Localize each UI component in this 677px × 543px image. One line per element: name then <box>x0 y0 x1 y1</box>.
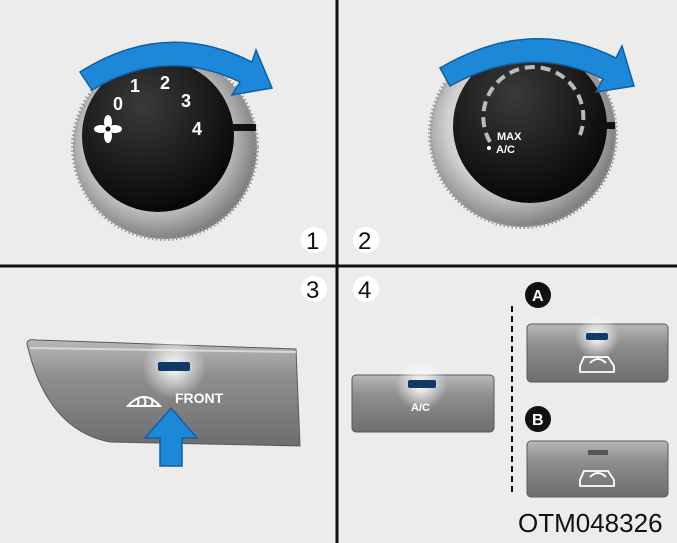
callout-b-label: B <box>532 412 544 429</box>
car-recirculation-icon <box>579 356 615 373</box>
max-label: MAX <box>497 131 522 143</box>
panel-2-number: 2 <box>358 228 371 255</box>
press-arrow-icon <box>143 406 199 467</box>
panel-3-number: 3 <box>306 277 319 304</box>
dial-label-3: 3 <box>181 91 191 111</box>
recirculation-indicator-on <box>586 333 608 340</box>
ac-button: A/C <box>351 359 495 433</box>
recirculation-button-on <box>526 315 669 383</box>
panel-2-temp-knob: MAX A/C <box>428 38 635 229</box>
rotation-arrow-icon <box>78 41 274 97</box>
front-defrost-button: FRONT <box>26 335 301 467</box>
car-recirculation-icon-off <box>579 470 615 487</box>
dial-label-4: 4 <box>192 119 202 139</box>
rotation-arrow-icon-2 <box>438 38 635 93</box>
ac-indicator-light <box>408 380 436 388</box>
dial-label-0: 0 <box>113 94 123 114</box>
callout-b: B <box>525 406 551 432</box>
dial-label-2: 2 <box>160 73 170 93</box>
front-label: FRONT <box>175 390 224 406</box>
knob-1-cap <box>82 60 234 212</box>
ac-label-knob: A/C <box>496 144 515 156</box>
panel-3-number-badge: 3 <box>301 276 327 304</box>
panel-4-number: 4 <box>358 277 371 304</box>
panel-1-number-badge: 1 <box>301 227 327 255</box>
knob-1-pointer <box>228 124 256 131</box>
recirculation-button-off <box>526 440 669 498</box>
panel-2-number-badge: 2 <box>353 227 379 255</box>
temperature-scale-arc <box>481 65 586 143</box>
callout-a-label: A <box>532 288 544 305</box>
panel-4-number-badge: 4 <box>353 276 379 304</box>
front-defrost-icon <box>125 396 163 407</box>
recirculation-indicator-off <box>588 450 608 455</box>
fan-icon <box>94 115 122 143</box>
defrost-indicator-light <box>158 362 190 371</box>
dial-label-1: 1 <box>130 76 140 96</box>
panel-1-number: 1 <box>306 228 319 255</box>
knob-2-pointer <box>593 122 615 129</box>
panel-1-fan-knob: 0 1 2 3 4 <box>71 41 274 241</box>
ac-label-button: A/C <box>411 402 430 414</box>
figure-code: OTM048326 <box>518 508 663 538</box>
callout-a: A <box>525 282 551 308</box>
